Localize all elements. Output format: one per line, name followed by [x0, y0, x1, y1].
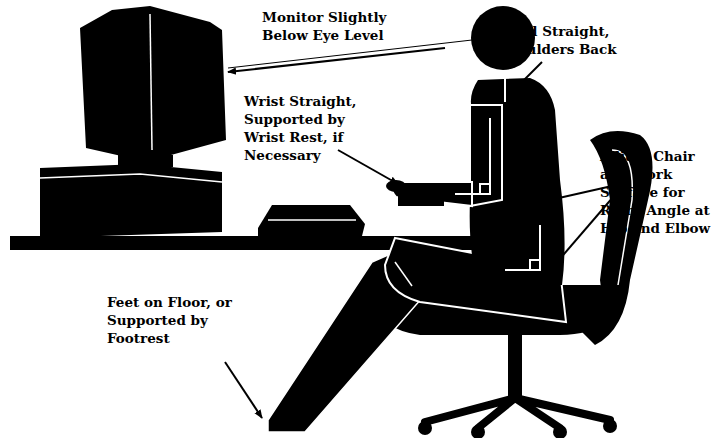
wrist-rest	[398, 196, 444, 206]
case-edge	[40, 174, 222, 182]
chair-post	[508, 333, 522, 398]
chair-wheel	[603, 419, 617, 433]
monitor-edge	[150, 14, 152, 150]
computer-case	[40, 164, 222, 238]
elbow-angle-mark	[455, 118, 490, 194]
monitor	[80, 6, 226, 162]
upper-arm	[470, 105, 502, 206]
chair-base	[425, 398, 610, 428]
chair-wheel	[418, 421, 432, 435]
eye-level-line	[228, 40, 472, 68]
knee-mark	[395, 262, 412, 286]
leader-arrow	[228, 48, 445, 72]
neck-line	[504, 70, 506, 102]
callout-label: Monitor Slightly Below Eye Level	[262, 8, 427, 44]
hip-angle-mark	[505, 225, 540, 270]
callout-label: Adjust Chair and Work Surface for Right …	[600, 147, 724, 237]
chair-wheel	[553, 425, 567, 438]
callout-label: Head Straight, Shoulders Back	[498, 22, 648, 58]
callout-label: Wrist Straight, Supported by Wrist Rest,…	[244, 92, 380, 164]
keyboard	[258, 205, 365, 236]
callout-label: Feet on Floor, or Supported by Footrest	[107, 293, 263, 347]
chair-wheel	[471, 425, 485, 438]
leader-arrow	[512, 62, 542, 92]
leader-arrow	[338, 150, 398, 184]
torso	[470, 78, 565, 285]
keyboard-edge	[268, 219, 356, 221]
leader-arrow	[225, 362, 262, 418]
